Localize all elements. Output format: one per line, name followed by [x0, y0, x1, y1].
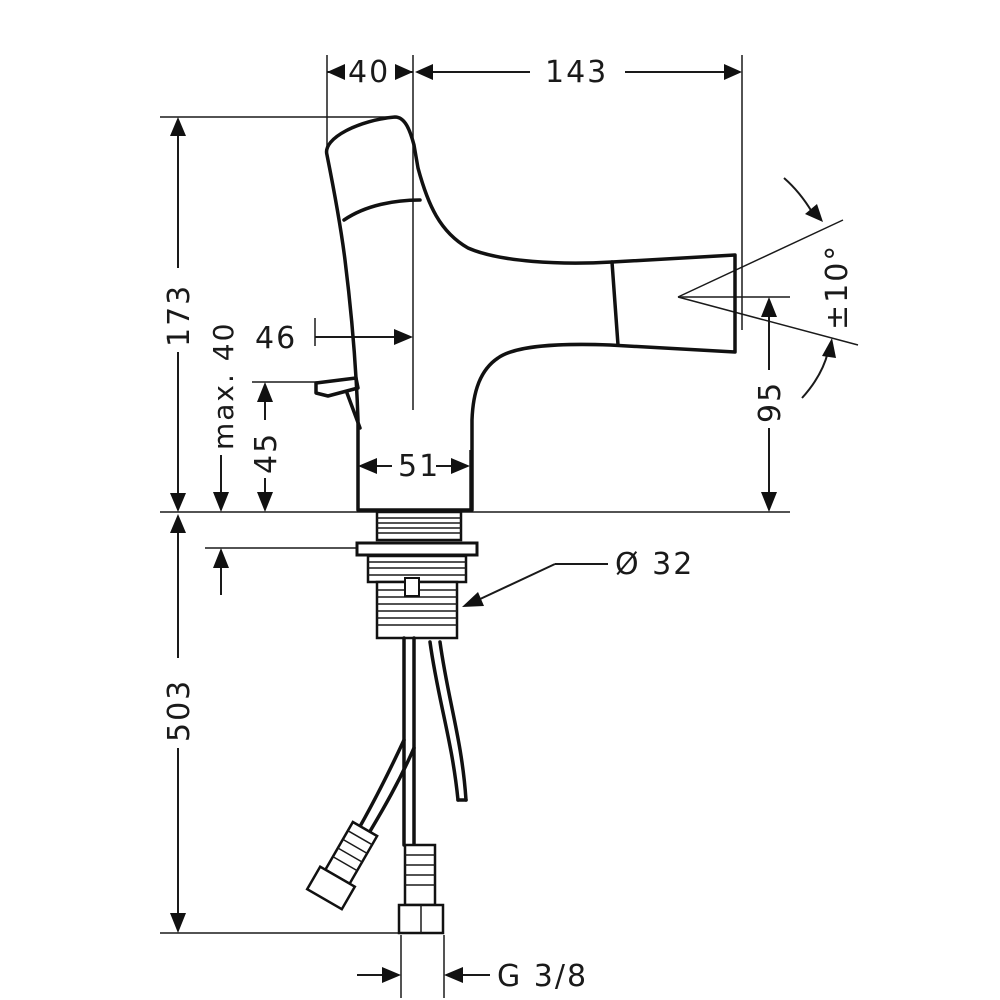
- dim-tail-diameter: Ø 32: [615, 547, 694, 582]
- dim-handle-offset: 46: [255, 321, 297, 356]
- dim-connection: G 3/8: [497, 959, 588, 994]
- extension-lines: [160, 55, 859, 998]
- dim-swivel-angle: ±10°: [820, 244, 855, 330]
- dim-spout-height: 95: [753, 381, 788, 423]
- faucet-body: [324, 115, 737, 512]
- dim-hose-length: 503: [162, 679, 197, 742]
- dim-rod-height: 45: [249, 432, 284, 474]
- drain-rod: [314, 376, 362, 430]
- dim-total-height: 173: [162, 284, 197, 347]
- dim-lever-width: 40: [348, 55, 390, 90]
- supply-hoses: [356, 636, 468, 847]
- dim-rod-max: max. 40: [207, 322, 240, 450]
- dim-body-width: 51: [398, 449, 440, 484]
- dim-spout-reach: 143: [545, 55, 608, 90]
- hose-fittings: [305, 820, 445, 935]
- dimension-lines: [170, 64, 836, 983]
- tail-piece: [355, 510, 479, 640]
